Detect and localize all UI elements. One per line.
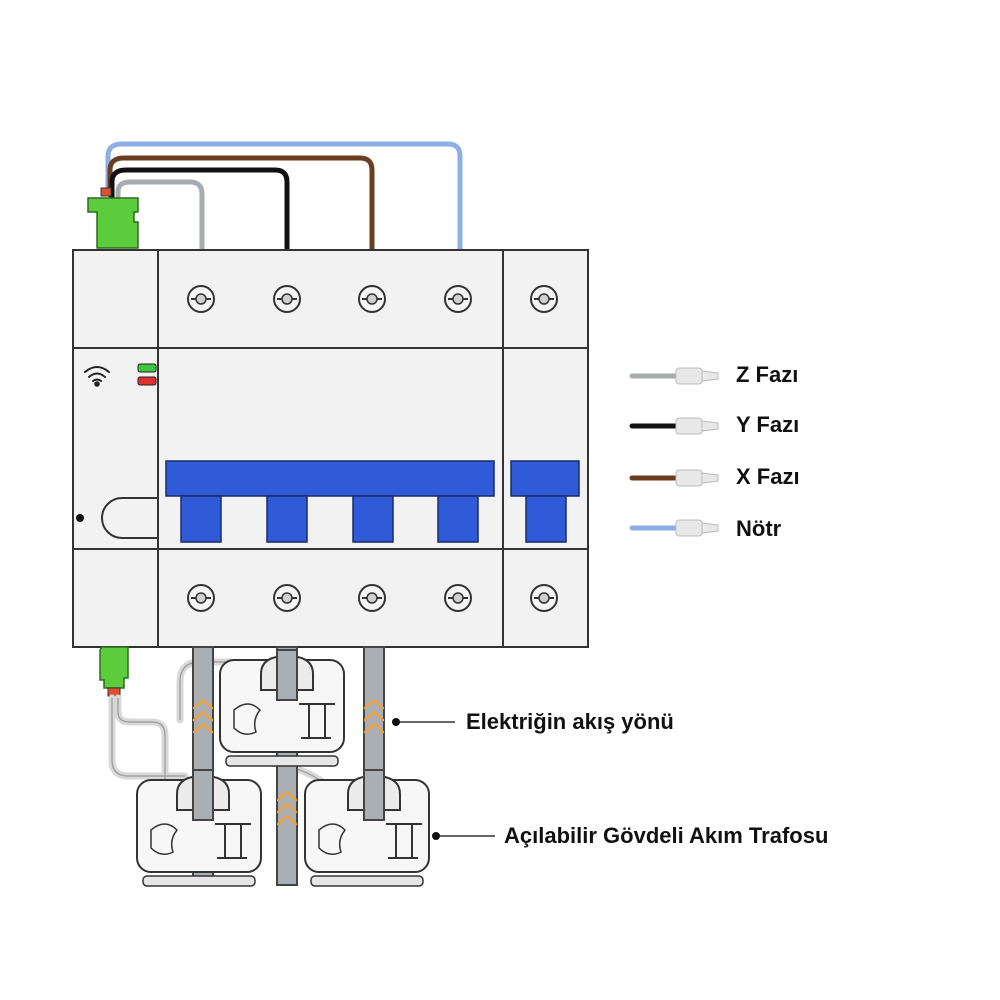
- screw-icon: [273, 584, 301, 612]
- breaker-handles: [165, 460, 580, 543]
- legend-swatch: [629, 469, 719, 487]
- screw-icon: [530, 285, 558, 313]
- current-transformers: [136, 649, 430, 887]
- bottom-connector: [99, 646, 129, 697]
- status-led-red: [137, 376, 157, 386]
- screw-icon: [187, 584, 215, 612]
- flow-arrows: [192, 698, 385, 826]
- legend-label-x-phase: X Fazı: [736, 464, 800, 489]
- top-wires: [105, 141, 463, 253]
- arrow-up-icon: [192, 698, 214, 710]
- wire-neutral: [105, 141, 463, 253]
- legend-swatch: [629, 519, 719, 537]
- meter-module: [72, 249, 159, 648]
- arrow-up-icon: [363, 698, 385, 710]
- callout-flow-direction: Elektriğin akış yönü: [466, 709, 674, 734]
- wifi-icon: [84, 366, 110, 387]
- legend-swatch: [629, 367, 719, 385]
- screw-icon: [444, 584, 472, 612]
- screw-icon: [273, 285, 301, 313]
- screw-icon: [444, 285, 472, 313]
- wire-z-phase: [115, 179, 205, 253]
- legend-swatches: [629, 367, 719, 537]
- ct-sensor-1: [136, 769, 262, 887]
- callout-pointers: [392, 718, 495, 840]
- indicator-dot: [76, 514, 84, 522]
- top-connector: [87, 187, 139, 249]
- flow-pointer-dot: [392, 718, 400, 726]
- screw-icon: [187, 285, 215, 313]
- ct-pointer-dot: [432, 832, 440, 840]
- arrow-up-icon: [192, 722, 214, 734]
- legend-label-neutral: Nötr: [736, 516, 782, 541]
- reset-button: [101, 497, 159, 539]
- arrow-up-icon: [276, 802, 298, 814]
- status-led-green: [137, 363, 157, 373]
- terminal-screws: [187, 285, 558, 612]
- wire-x-phase: [107, 155, 375, 253]
- legend-swatch: [629, 417, 719, 435]
- screw-icon: [530, 584, 558, 612]
- arrow-up-icon: [276, 814, 298, 826]
- legend-label-y-phase: Y Fazı: [736, 412, 800, 437]
- wire-y-phase: [109, 167, 290, 253]
- screw-icon: [358, 285, 386, 313]
- handle-bar-main: [165, 460, 495, 497]
- ct-sensor-2: [219, 649, 345, 767]
- arrow-up-icon: [276, 790, 298, 802]
- legend-label-z-phase: Z Fazı: [736, 362, 799, 387]
- arrow-up-icon: [363, 710, 385, 722]
- meter-body: [72, 249, 589, 648]
- arrow-up-icon: [192, 710, 214, 722]
- ct-sensor-3: [304, 769, 430, 887]
- arrow-up-icon: [363, 722, 385, 734]
- callout-split-core-ct: Açılabilir Gövdeli Akım Trafosu: [504, 823, 829, 848]
- handle-bar-neutral: [510, 460, 580, 497]
- screw-icon: [358, 584, 386, 612]
